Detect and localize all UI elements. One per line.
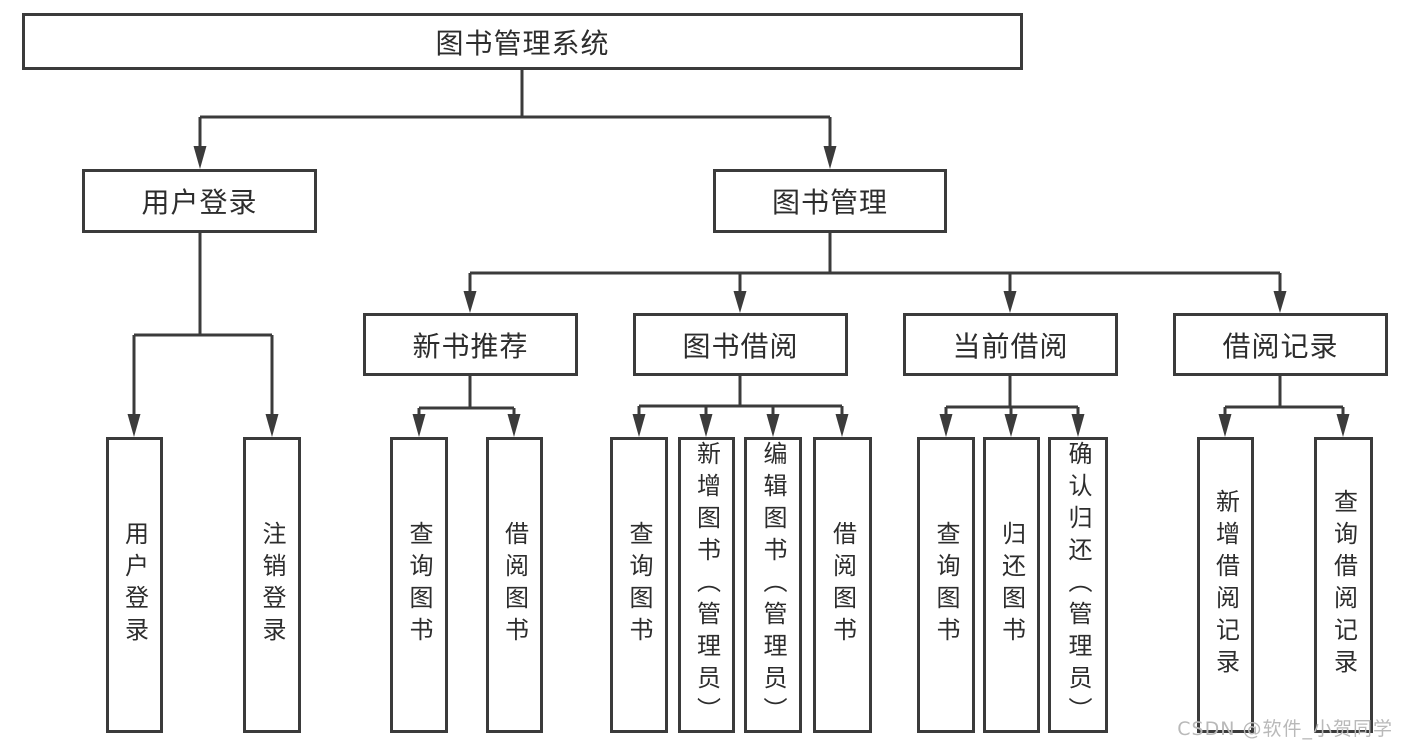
node-new-book-recommend: 新书推荐 bbox=[363, 313, 578, 376]
leaf-newbook-query-books-label: 查询图书 bbox=[405, 521, 433, 649]
leaf-current-query-books: 查询图书 bbox=[917, 437, 975, 733]
node-new-book-recommend-label: 新书推荐 bbox=[412, 329, 529, 363]
connector-book-borrow-children bbox=[632, 376, 849, 437]
connector-user-login-children bbox=[127, 233, 279, 437]
node-user-login-label: 用户登录 bbox=[141, 186, 258, 219]
leaf-add-book-admin-label: 新增图书（管理员） bbox=[692, 441, 721, 729]
connector-new-book-children bbox=[412, 376, 521, 437]
leaf-newbook-borrow-books: 借阅图书 bbox=[486, 437, 543, 733]
connector-root-to-level1 bbox=[193, 70, 837, 169]
connector-borrow-record-children bbox=[1218, 376, 1350, 437]
node-borrow-record: 借阅记录 bbox=[1173, 313, 1388, 376]
leaf-query-borrow-record-label: 查询借阅记录 bbox=[1329, 489, 1358, 681]
connector-current-borrow-children bbox=[939, 376, 1085, 437]
node-book-borrow-label: 图书借阅 bbox=[682, 329, 799, 363]
leaf-add-book-admin: 新增图书（管理员） bbox=[678, 437, 735, 733]
node-system-root-label: 图书管理系统 bbox=[435, 26, 610, 60]
node-book-mgmt: 图书管理 bbox=[713, 169, 947, 233]
leaf-confirm-return-admin-label: 确认归还（管理员） bbox=[1064, 441, 1092, 729]
csdn-watermark: CSDN @软件_小贺同学 bbox=[1177, 718, 1393, 740]
leaf-borrow-books-label: 借阅图书 bbox=[828, 521, 857, 649]
leaf-newbook-query-books: 查询图书 bbox=[390, 437, 448, 733]
leaf-newbook-borrow-books-label: 借阅图书 bbox=[500, 521, 529, 649]
node-borrow-record-label: 借阅记录 bbox=[1222, 329, 1339, 363]
node-current-borrow-label: 当前借阅 bbox=[952, 329, 1069, 363]
leaf-borrow-query-books-label: 查询图书 bbox=[625, 521, 653, 649]
leaf-borrow-books: 借阅图书 bbox=[813, 437, 872, 733]
leaf-return-books: 归还图书 bbox=[983, 437, 1040, 733]
leaf-logout-label: 注销登录 bbox=[258, 521, 286, 649]
node-book-mgmt-label: 图书管理 bbox=[771, 186, 888, 219]
leaf-borrow-query-books: 查询图书 bbox=[610, 437, 668, 733]
connector-book-mgmt-to-level2 bbox=[463, 233, 1287, 313]
leaf-edit-book-admin: 编辑图书（管理员） bbox=[744, 437, 802, 733]
leaf-confirm-return-admin: 确认归还（管理员） bbox=[1048, 437, 1108, 733]
node-book-borrow: 图书借阅 bbox=[633, 313, 848, 376]
leaf-query-borrow-record: 查询借阅记录 bbox=[1314, 437, 1373, 733]
node-current-borrow: 当前借阅 bbox=[903, 313, 1118, 376]
leaf-user-login-label: 用户登录 bbox=[120, 521, 149, 649]
node-user-login: 用户登录 bbox=[82, 169, 317, 233]
leaf-edit-book-admin-label: 编辑图书（管理员） bbox=[759, 441, 787, 729]
leaf-current-query-books-label: 查询图书 bbox=[932, 521, 960, 649]
leaf-add-borrow-record: 新增借阅记录 bbox=[1197, 437, 1254, 733]
leaf-logout: 注销登录 bbox=[243, 437, 301, 733]
leaf-user-login: 用户登录 bbox=[106, 437, 163, 733]
leaf-return-books-label: 归还图书 bbox=[997, 521, 1026, 649]
node-system-root: 图书管理系统 bbox=[22, 13, 1023, 70]
leaf-add-borrow-record-label: 新增借阅记录 bbox=[1211, 489, 1240, 681]
